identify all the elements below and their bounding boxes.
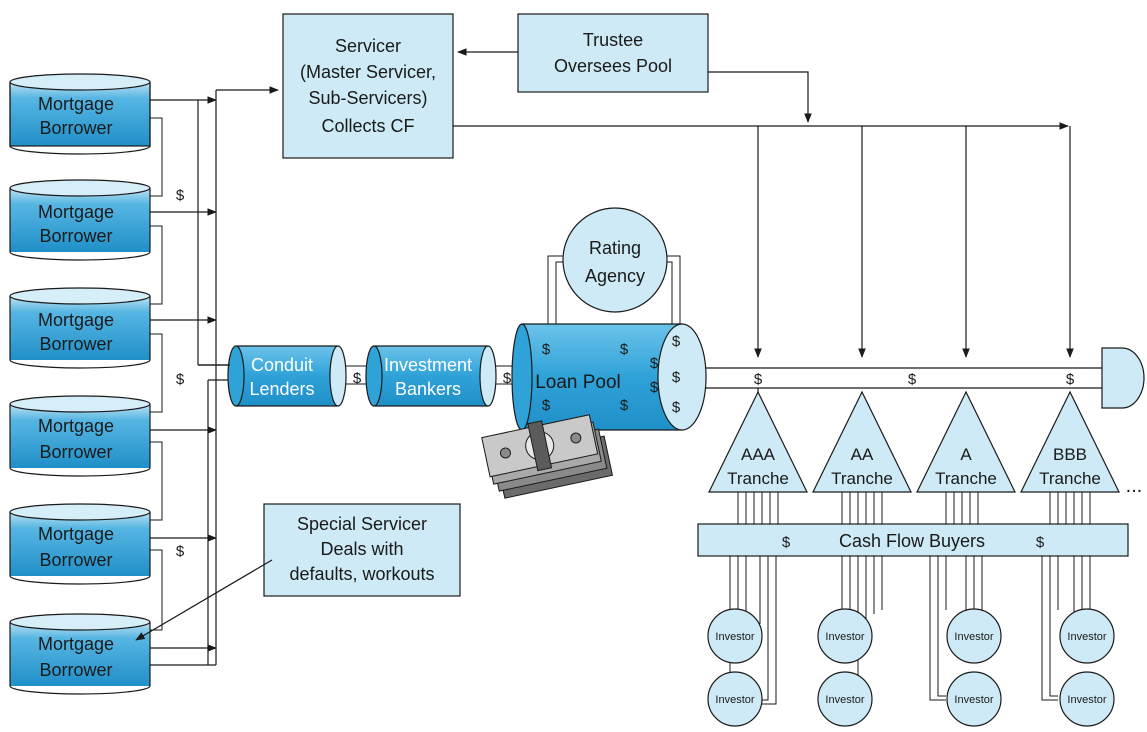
- money-stack-icon: [481, 414, 614, 499]
- tranche-rating: AAA: [741, 445, 776, 464]
- borrower-label-line2: Borrower: [39, 334, 112, 354]
- investor-group-3: Investor Investor: [946, 608, 1002, 727]
- servicer-line3: Sub-Servicers): [308, 88, 427, 108]
- trustee-to-cf-arrow: [708, 71, 812, 123]
- tranche-rating: BBB: [1053, 445, 1087, 464]
- investor-group-2: Investor Investor: [817, 608, 873, 727]
- conduit-lenders: Conduit Lenders: [227, 345, 347, 407]
- servicer-cashflow-lines: [453, 122, 1074, 358]
- pool-dollar: $: [620, 397, 629, 414]
- investor-group-4: Investor Investor: [1059, 608, 1115, 727]
- tranche-label: Tranche: [727, 469, 789, 488]
- tranche-cfb-lines: [737, 492, 1091, 524]
- special-servicer-line2: Deals with: [320, 539, 403, 559]
- investment-dollar: $: [503, 370, 512, 387]
- tranche-aa: AA Tranche: [812, 390, 912, 493]
- conduit-line2: Lenders: [249, 379, 314, 399]
- tranche-a: A Tranche: [916, 390, 1016, 493]
- rating-agency-line1: Rating: [589, 238, 641, 258]
- investor-label: Investor: [954, 631, 993, 643]
- pool-dollar: $: [672, 333, 681, 350]
- pipeline-dollar: $: [754, 371, 763, 388]
- cfb-dollar: $: [1036, 534, 1045, 551]
- investor-label: Investor: [825, 631, 864, 643]
- borrower-label-line1: Mortgage: [38, 524, 114, 544]
- borrower-2: Mortgage Borrower: [9, 179, 151, 261]
- pool-dollar: $: [620, 341, 629, 358]
- pool-dollar: $: [542, 341, 551, 358]
- investor-label: Investor: [715, 631, 754, 643]
- borrower-label-line1: Mortgage: [38, 634, 114, 654]
- investment-line1: Investment: [384, 355, 472, 375]
- conduit-dollar: $: [353, 370, 362, 387]
- cash-flow-buyers: Cash Flow Buyers $ $: [697, 523, 1129, 557]
- pipeline-dollar: $: [1066, 371, 1075, 388]
- investor-label: Investor: [825, 694, 864, 706]
- borrower-label-line1: Mortgage: [38, 94, 114, 114]
- tranche-rating: AA: [851, 445, 874, 464]
- borrower-dollar-2: $: [176, 371, 185, 388]
- investor-label: Investor: [1067, 631, 1106, 643]
- borrower-label-line2: Borrower: [39, 550, 112, 570]
- borrower-label-line2: Borrower: [39, 442, 112, 462]
- investor-group-1: Investor Investor: [707, 608, 763, 727]
- tranche-label: Tranche: [935, 469, 997, 488]
- tranche-rating: A: [960, 445, 972, 464]
- borrower-4: Mortgage Borrower: [9, 395, 151, 477]
- investor-lines: [729, 556, 1091, 705]
- main-pipeline: [198, 364, 1102, 389]
- tranche-label: Tranche: [1039, 469, 1101, 488]
- borrower-label-line2: Borrower: [39, 660, 112, 680]
- loan-pool-label: Loan Pool: [535, 372, 621, 393]
- investment-bankers: Investment Bankers: [365, 345, 497, 407]
- more-tranches-ellipsis: ...: [1126, 475, 1143, 497]
- pipeline-dollar: $: [908, 371, 917, 388]
- borrower-label-line2: Borrower: [39, 226, 112, 246]
- borrower-6: Mortgage Borrower: [9, 613, 151, 695]
- servicer-box: Servicer (Master Servicer, Sub-Servicers…: [282, 13, 454, 159]
- conduit-line1: Conduit: [251, 355, 313, 375]
- cash-flow-buyers-label: Cash Flow Buyers: [839, 531, 985, 551]
- investor-label: Investor: [1067, 694, 1106, 706]
- investor-label: Investor: [715, 694, 754, 706]
- borrower-dollar-1: $: [176, 187, 185, 204]
- borrower-5: Mortgage Borrower: [9, 503, 151, 585]
- pool-dollar: $: [672, 399, 681, 416]
- servicer-line2: (Master Servicer,: [300, 62, 436, 82]
- special-servicer-line3: defaults, workouts: [289, 564, 434, 584]
- borrower-dollar-3: $: [176, 543, 185, 560]
- investment-line2: Bankers: [395, 379, 461, 399]
- pool-dollar: $: [542, 397, 551, 414]
- borrower-chain-lines: [150, 117, 163, 631]
- loan-pool: Loan Pool $ $ $ $ $ $ $ $ $: [511, 323, 707, 431]
- borrower-arrows: [150, 86, 279, 666]
- borrower-3: Mortgage Borrower: [9, 287, 151, 369]
- servicer-line1: Servicer: [335, 36, 401, 56]
- borrower-1: Mortgage Borrower: [9, 73, 151, 155]
- tranche-label: Tranche: [831, 469, 893, 488]
- borrower-label-line1: Mortgage: [38, 416, 114, 436]
- special-servicer-line1: Special Servicer: [297, 514, 427, 534]
- trustee-line1: Trustee: [583, 30, 643, 50]
- borrower-label-line2: Borrower: [39, 118, 112, 138]
- pool-dollar: $: [650, 379, 659, 396]
- tranche-aaa: AAA Tranche: [708, 388, 808, 493]
- pool-dollar: $: [672, 369, 681, 386]
- special-servicer-box: Special Servicer Deals with defaults, wo…: [263, 503, 461, 597]
- rating-agency-line2: Agency: [585, 266, 645, 286]
- cfb-dollar: $: [782, 534, 791, 551]
- special-servicer-arrow: [135, 559, 273, 641]
- trustee-box: Trustee Oversees Pool: [517, 13, 709, 93]
- borrower-label-line1: Mortgage: [38, 310, 114, 330]
- trustee-line2: Oversees Pool: [554, 56, 672, 76]
- investor-label: Investor: [954, 694, 993, 706]
- pool-dollar: $: [650, 355, 659, 372]
- servicer-line4: Collects CF: [321, 116, 414, 136]
- pipeline-end-cap: [1101, 347, 1145, 409]
- rating-agency: Rating Agency: [547, 207, 681, 326]
- borrower-label-line1: Mortgage: [38, 202, 114, 222]
- tranche-bbb: BBB Tranche: [1020, 390, 1120, 493]
